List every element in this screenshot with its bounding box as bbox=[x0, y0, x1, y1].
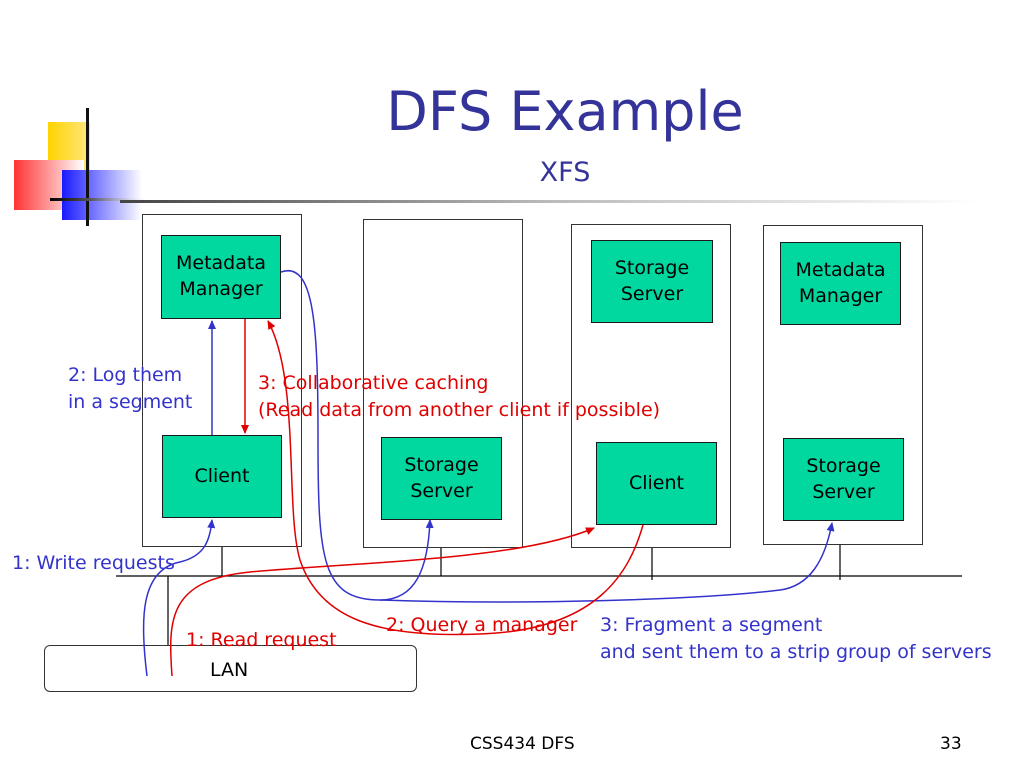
write-request-arrow bbox=[142, 519, 216, 677]
storage-server-node-2: Storage Server bbox=[381, 437, 502, 520]
metadata-manager-node-4: Metadata Manager bbox=[780, 242, 901, 325]
metadata-manager-node-1: Metadata Manager bbox=[161, 235, 281, 319]
page-number: 33 bbox=[940, 734, 962, 754]
decorative-squares-logo bbox=[14, 108, 150, 226]
write-requests-label: 1: Write requests bbox=[12, 552, 175, 574]
query-manager-arrow bbox=[280, 269, 434, 601]
storage-server-node-4: Storage Server bbox=[783, 438, 904, 521]
query-manager-label: 2: Query a manager bbox=[386, 614, 578, 636]
lan-box bbox=[44, 645, 417, 692]
storage-server-node-3: Storage Server bbox=[591, 240, 713, 323]
log-segment-label: 2: Log them in a segment bbox=[68, 364, 193, 413]
client-node-3: Client bbox=[596, 442, 717, 525]
read-request-label: 1: Read request bbox=[186, 629, 337, 651]
collaborative-caching-label: 3: Collaborative caching (Read data from… bbox=[258, 372, 661, 421]
read-request-arrow bbox=[169, 527, 595, 677]
lan-label: LAN bbox=[210, 659, 249, 681]
slide-title: DFS Example bbox=[386, 80, 744, 143]
title-separator bbox=[120, 200, 980, 203]
slide-subtitle: XFS bbox=[539, 157, 591, 188]
collaborative-caching-arrow bbox=[267, 320, 644, 636]
fragment-segment-arrow bbox=[379, 522, 835, 603]
client-node-1: Client bbox=[162, 435, 282, 518]
footer-course: CSS434 DFS bbox=[470, 734, 575, 754]
fragment-segment-label: 3: Fragment a segment and sent them to a… bbox=[600, 614, 992, 663]
